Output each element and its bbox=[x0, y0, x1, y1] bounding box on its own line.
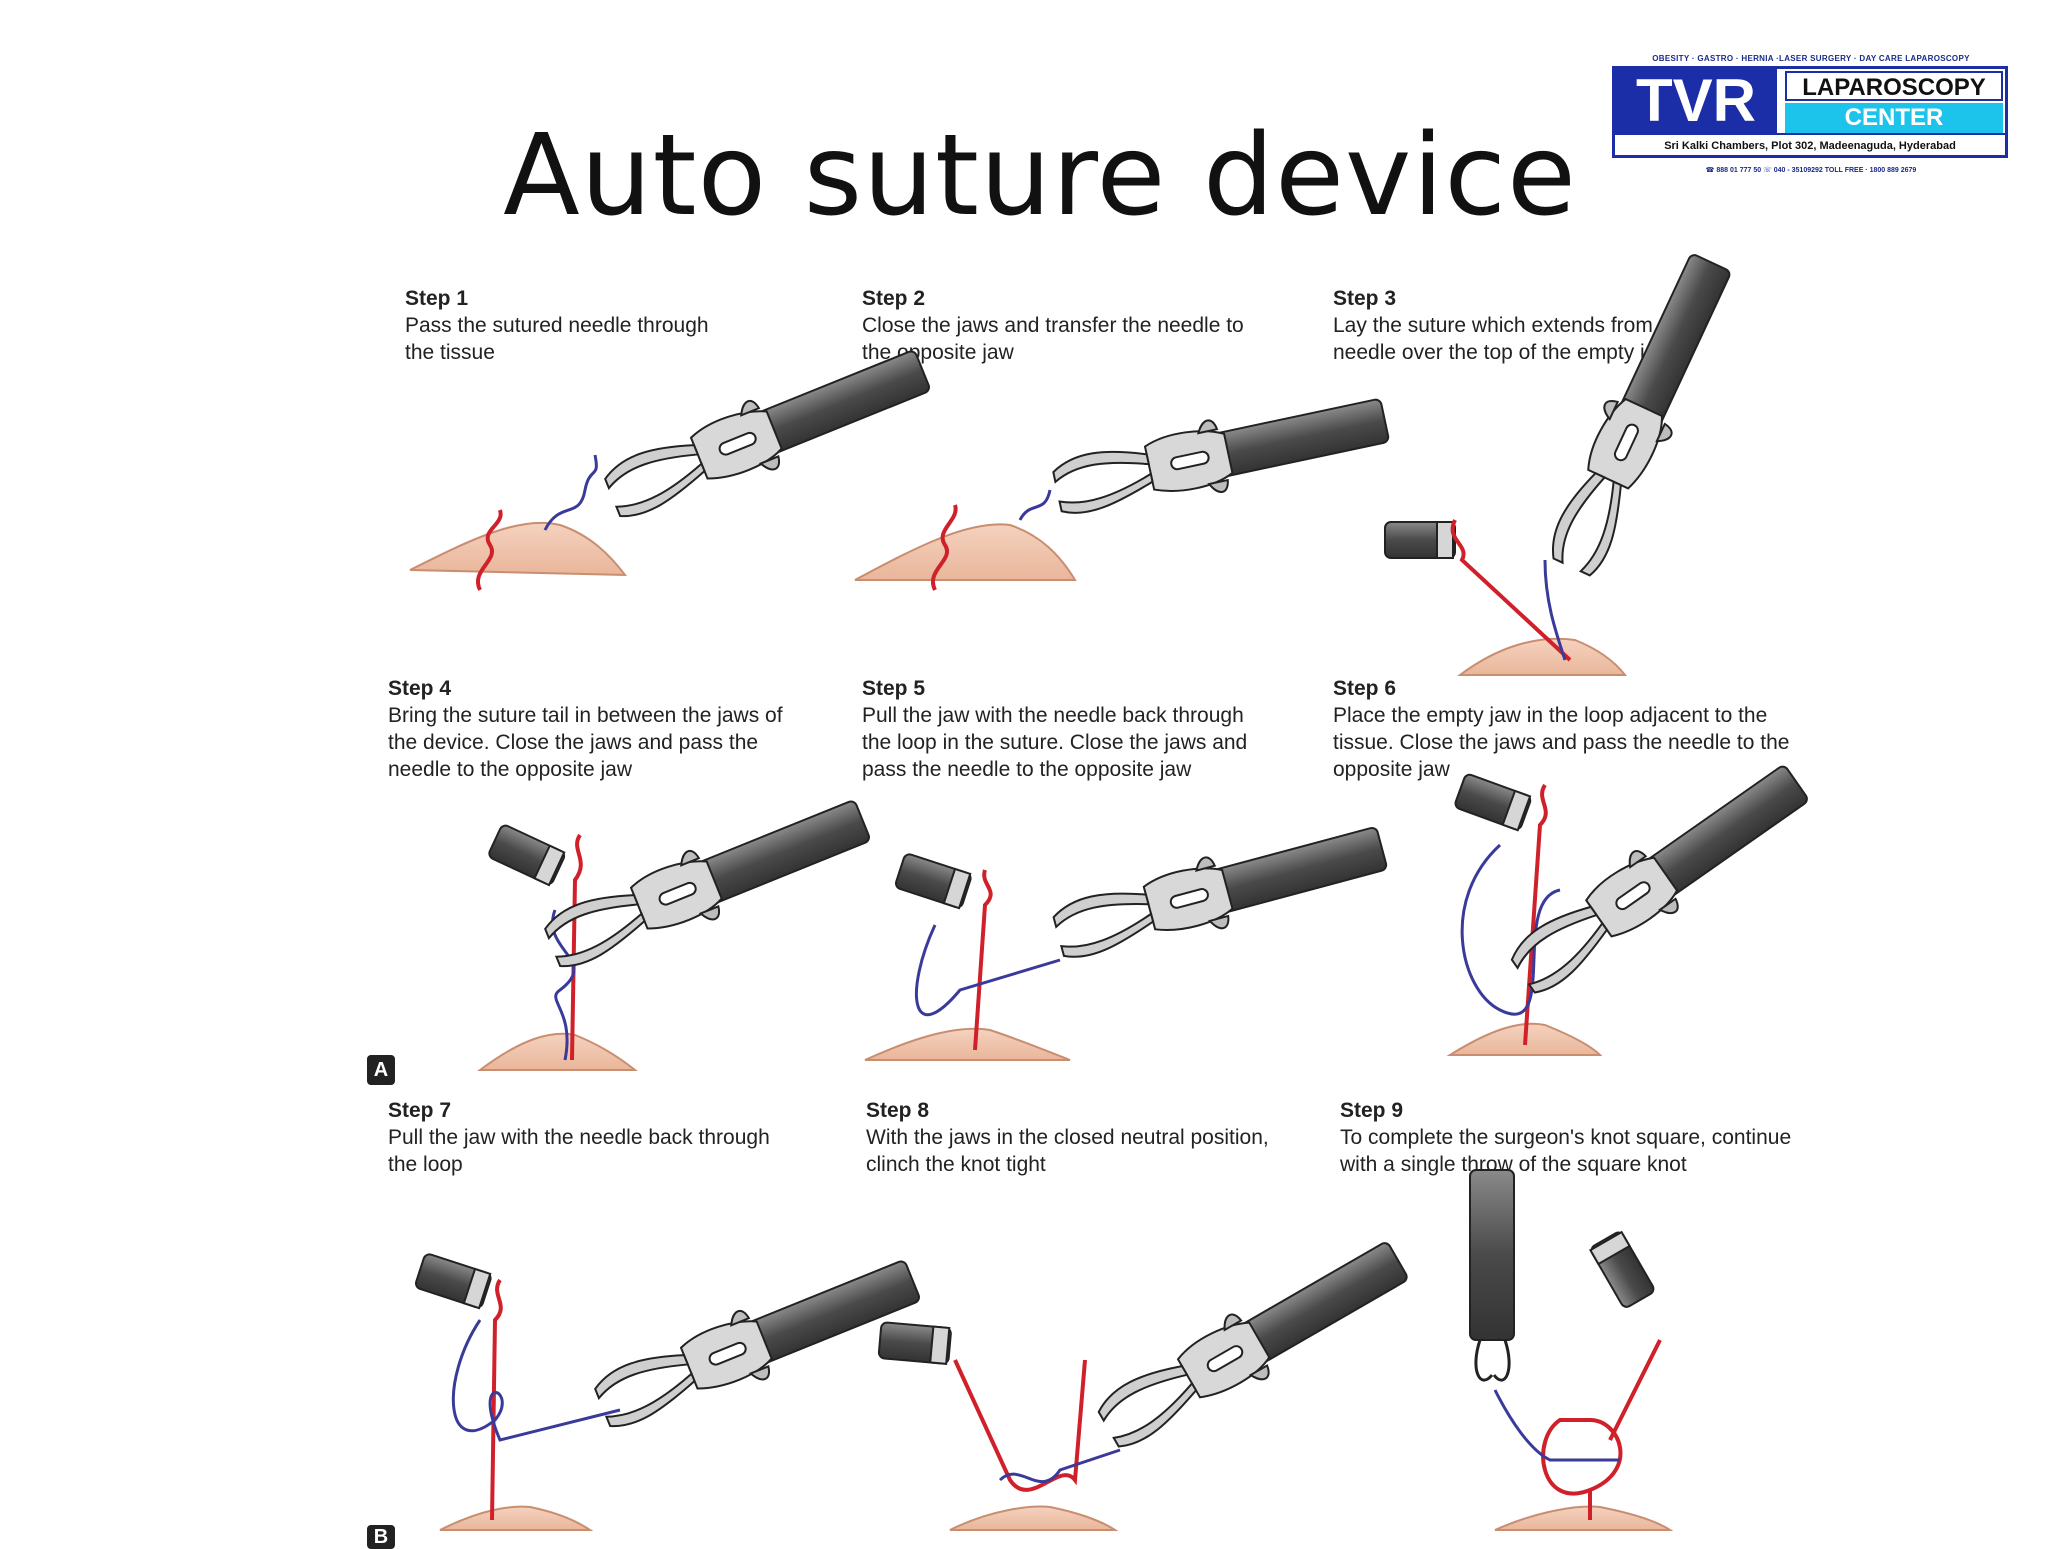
step-desc: Pass the sutured needle through the tiss… bbox=[405, 314, 709, 364]
slide-title: Auto suture device bbox=[503, 111, 1577, 241]
step-2-illustration bbox=[854, 383, 1394, 591]
step-5-illustration bbox=[864, 811, 1393, 1061]
step-desc: Pull the jaw with the needle back throug… bbox=[388, 1126, 770, 1176]
logo-line2: CENTER bbox=[1785, 103, 2003, 133]
step-9: Step 9 To complete the surgeon's knot sq… bbox=[1340, 1097, 1791, 1178]
step-6: Step 6 Place the empty jaw in the loop a… bbox=[1333, 675, 1789, 783]
step-desc: Bring the suture tail in between the jaw… bbox=[388, 704, 783, 781]
step-1: Step 1 Pass the sutured needle through t… bbox=[405, 285, 709, 366]
logo-brand: TVR bbox=[1615, 69, 1777, 133]
step-title: Step 5 bbox=[862, 677, 926, 700]
logo-phone: ☎ 888 01 777 50 ☏ 040 - 35109292 TOLL FR… bbox=[1705, 167, 1917, 174]
step-4-illustration bbox=[476, 785, 878, 1071]
step-5: Step 5 Pull the jaw with the needle back… bbox=[862, 675, 1247, 783]
step-7: Step 7 Pull the jaw with the needle back… bbox=[388, 1097, 770, 1178]
step-title: Step 4 bbox=[388, 677, 452, 700]
step-desc: With the jaws in the closed neutral posi… bbox=[866, 1126, 1269, 1176]
step-7-illustration bbox=[413, 1245, 928, 1531]
logo-tagline: OBESITY · GASTRO · HERNIA ·LASER SURGERY… bbox=[1652, 54, 1970, 63]
step-title: Step 2 bbox=[862, 287, 926, 310]
step-title: Step 7 bbox=[388, 1099, 452, 1122]
step-1-illustration bbox=[409, 335, 938, 591]
step-desc: Lay the suture which extends from the ne… bbox=[1333, 314, 1688, 364]
step-desc: Pull the jaw with the needle back throug… bbox=[862, 704, 1248, 781]
logo-address: Sri Kalki Chambers, Plot 302, Madeenagud… bbox=[1615, 133, 2005, 157]
step-3: Step 3 Lay the suture which extends from… bbox=[1333, 285, 1688, 366]
step-9-illustration bbox=[1469, 1169, 1674, 1531]
logo-line1: LAPAROSCOPY bbox=[1785, 71, 2003, 101]
step-3-illustration bbox=[1384, 246, 1746, 676]
step-4: Step 4 Bring the suture tail in between … bbox=[388, 675, 783, 783]
panel-label-a: A bbox=[367, 1055, 395, 1085]
step-title: Step 6 bbox=[1333, 677, 1397, 700]
step-8: Step 8 With the jaws in the closed neutr… bbox=[866, 1097, 1269, 1178]
step-8-illustration bbox=[877, 1227, 1418, 1531]
step-title: Step 3 bbox=[1333, 287, 1397, 310]
step-desc: Place the empty jaw in the loop adjacent… bbox=[1333, 704, 1790, 781]
step-title: Step 9 bbox=[1340, 1099, 1404, 1122]
logo-box: TVR LAPAROSCOPY CENTER Sri Kalki Chamber… bbox=[1612, 66, 2008, 158]
tvr-logo: OBESITY · GASTRO · HERNIA ·LASER SURGERY… bbox=[1610, 54, 2012, 184]
step-6-illustration bbox=[1446, 751, 1819, 1056]
step-title: Step 8 bbox=[866, 1099, 930, 1122]
step-desc: To complete the surgeon's knot square, c… bbox=[1340, 1126, 1792, 1176]
step-title: Step 1 bbox=[405, 287, 469, 310]
